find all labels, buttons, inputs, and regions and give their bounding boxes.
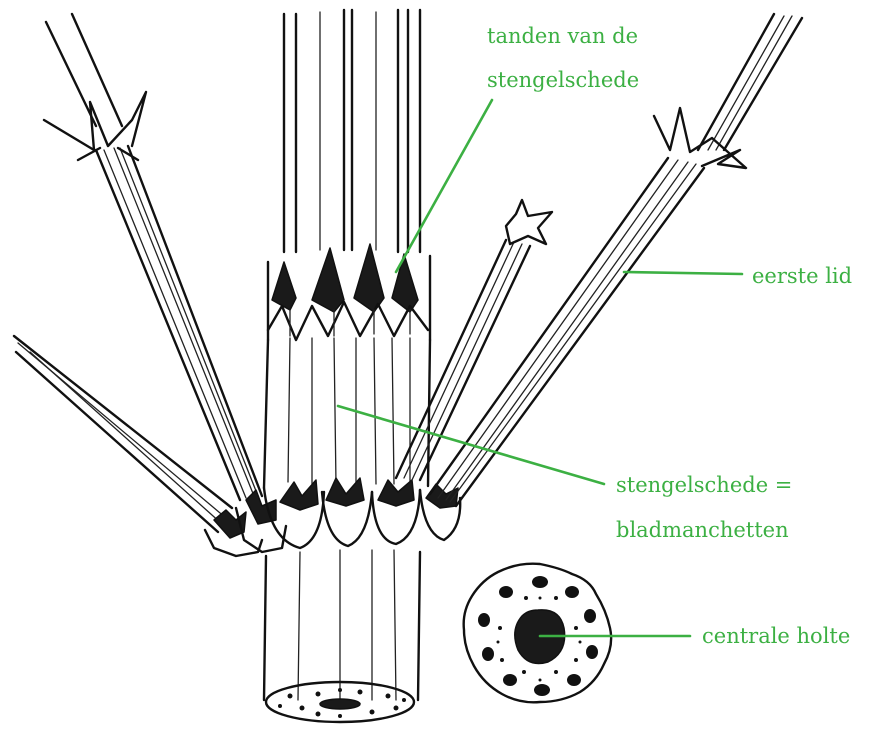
main-stem-upper bbox=[284, 10, 420, 252]
leader-first-segment bbox=[624, 272, 742, 274]
cross-section bbox=[464, 564, 611, 703]
label-central-cavity: centrale holte bbox=[702, 626, 850, 647]
label-teeth-line2: stengelschede bbox=[487, 70, 639, 91]
sheath-body bbox=[264, 338, 430, 488]
lower-whorl bbox=[264, 478, 460, 548]
leader-teeth bbox=[396, 100, 492, 272]
upper-sheath bbox=[268, 244, 430, 340]
label-sheath-line2: bladmanchetten bbox=[616, 520, 789, 541]
label-sheath-line1: stengelschede = bbox=[616, 475, 792, 496]
branch-upper-left bbox=[44, 14, 286, 552]
main-stem-lower bbox=[264, 550, 420, 722]
label-first-segment: eerste lid bbox=[752, 266, 852, 287]
label-teeth-line1: tanden van de bbox=[487, 26, 638, 47]
